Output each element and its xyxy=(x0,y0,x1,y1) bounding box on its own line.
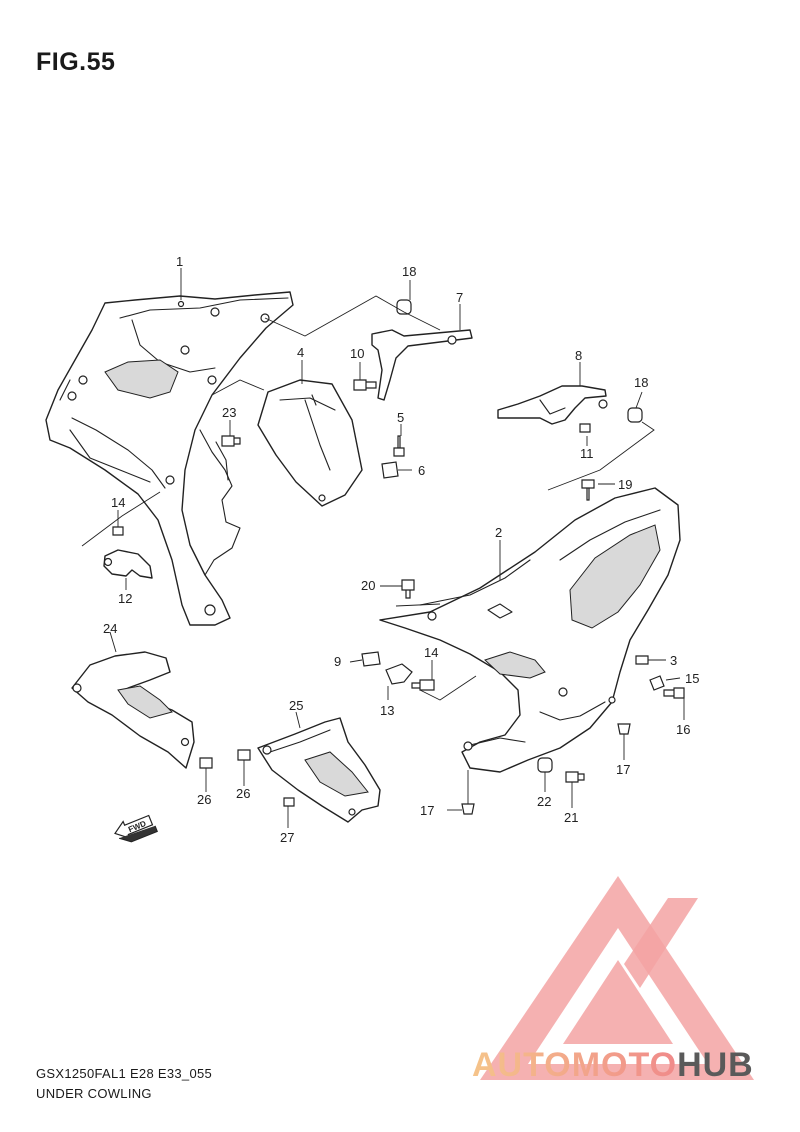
callout-6: 6 xyxy=(418,463,425,478)
part-3-nut xyxy=(635,655,649,665)
part-17-rivet-right xyxy=(617,723,631,735)
callout-4: 4 xyxy=(297,345,304,360)
part-11-screw xyxy=(579,423,591,433)
figure-code: GSX1250FAL1 E28 E33_055 xyxy=(36,1066,213,1081)
part-12-bracket xyxy=(103,549,153,579)
part-17-rivet-bottom xyxy=(461,803,475,815)
callout-25: 25 xyxy=(289,698,303,713)
callout-13: 13 xyxy=(380,703,394,718)
callout-14a: 14 xyxy=(111,495,125,510)
part-13-bracket xyxy=(385,663,413,685)
callout-11: 11 xyxy=(580,446,594,461)
callout-22: 22 xyxy=(537,794,551,809)
figure-footer: GSX1250FAL1 E28 E33_055 UNDER COWLING xyxy=(36,1064,212,1104)
callout-19: 19 xyxy=(618,477,632,492)
callout-26a: 26 xyxy=(197,792,211,807)
callout-9: 9 xyxy=(334,654,341,669)
callout-16: 16 xyxy=(676,722,690,737)
watermark-text-automoto: AUTOMOTO xyxy=(472,1046,678,1084)
part-9-nut xyxy=(361,651,381,667)
part-22-cushion xyxy=(537,757,553,773)
part-6-nut xyxy=(381,461,399,479)
part-14-bolt-left xyxy=(112,526,124,536)
part-16-bolt xyxy=(663,687,685,699)
callout-23: 23 xyxy=(222,405,236,420)
watermark-text: AUTOMOTOHUB xyxy=(472,1046,754,1085)
triangle-logo-icon xyxy=(480,876,754,1080)
callout-8: 8 xyxy=(575,348,582,363)
callout-5: 5 xyxy=(397,410,404,425)
fwd-arrow-icon: FWD xyxy=(114,814,158,843)
callouts: 1 2 3 4 5 6 7 8 9 10 11 12 13 14 14 15 1… xyxy=(103,254,699,845)
part-26-nut-left xyxy=(199,757,213,769)
callout-20: 20 xyxy=(361,578,375,593)
part-26-nut-right xyxy=(237,749,251,761)
callout-1: 1 xyxy=(176,254,183,269)
callout-10: 10 xyxy=(350,346,364,361)
part-4-inner-cover xyxy=(257,379,363,507)
watermark-text-hub: HUB xyxy=(677,1046,754,1084)
callout-17b: 17 xyxy=(420,803,434,818)
part-18-cushion-right xyxy=(627,407,643,423)
part-15-clip xyxy=(649,675,665,691)
part-7-stay xyxy=(371,329,473,401)
callout-2: 2 xyxy=(495,525,502,540)
figure-title: FIG.55 xyxy=(36,48,116,76)
part-20-screw xyxy=(401,579,415,599)
part-5-screw xyxy=(393,435,405,457)
callout-3: 3 xyxy=(670,653,677,668)
part-8-stay xyxy=(497,385,608,425)
callout-21: 21 xyxy=(564,810,578,825)
callout-14b: 14 xyxy=(424,645,438,660)
part-14-bolt-right xyxy=(411,679,435,691)
callout-17a: 17 xyxy=(616,762,630,777)
callout-7: 7 xyxy=(456,290,463,305)
callout-12: 12 xyxy=(118,591,132,606)
part-25-lower-cowl-right xyxy=(257,717,381,823)
part-2-right-cowl xyxy=(379,487,681,773)
part-19-screw xyxy=(581,479,595,501)
callout-18a: 18 xyxy=(402,264,416,279)
callout-15: 15 xyxy=(685,671,699,686)
figure-name: UNDER COWLING xyxy=(36,1086,152,1101)
part-1-left-cowl xyxy=(45,291,294,626)
part-27-screw xyxy=(283,797,295,807)
callout-24: 24 xyxy=(103,621,117,636)
leader-lines xyxy=(81,268,685,828)
callout-27: 27 xyxy=(280,830,294,845)
part-21-bolt xyxy=(565,771,585,783)
part-23-screw xyxy=(221,435,241,447)
callout-26b: 26 xyxy=(236,786,250,801)
part-10-bolt xyxy=(353,379,377,391)
hardware xyxy=(112,299,685,815)
callout-18b: 18 xyxy=(634,375,648,390)
part-24-lower-cowl-left xyxy=(71,651,195,769)
